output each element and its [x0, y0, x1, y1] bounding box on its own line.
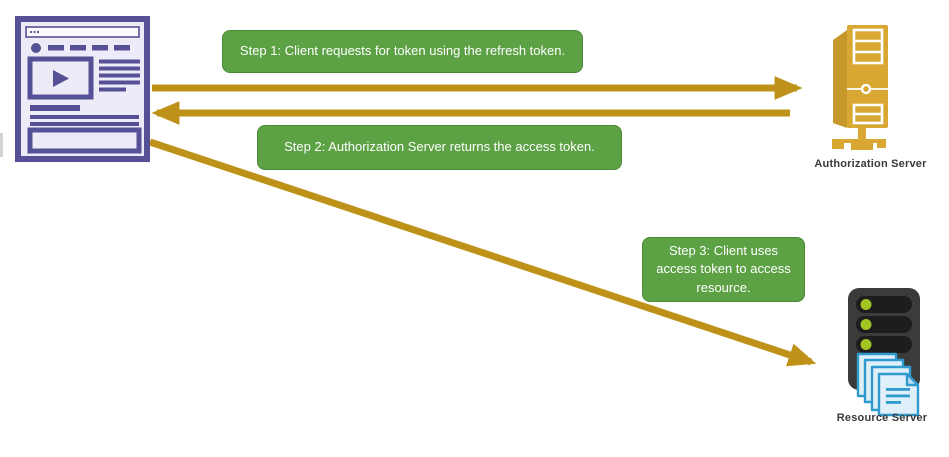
resource-server-label: Resource Server: [836, 412, 928, 424]
authorization-server-node: [825, 10, 905, 155]
documents-stack: [856, 352, 920, 417]
step1-label: Step 1: Client requests for token using …: [239, 43, 566, 59]
authorization-server-label: Authorization Server: [814, 158, 927, 170]
server-tower-icon: [832, 25, 888, 150]
step3-box: Step 3: Client uses access token to acce…: [642, 237, 805, 302]
resource-server-node: [840, 282, 930, 417]
step1-box: Step 1: Client requests for token using …: [222, 30, 583, 73]
server-rack-with-documents-icon: [848, 288, 920, 417]
step3-label: Step 3: Client uses access token to acce…: [656, 242, 791, 295]
step2-label: Step 2: Authorization Server returns the…: [284, 139, 595, 155]
browser-window-icon: [15, 16, 150, 162]
step2-box: Step 2: Authorization Server returns the…: [257, 125, 622, 170]
client-node: [12, 14, 152, 166]
edge-artifact: [0, 133, 3, 157]
